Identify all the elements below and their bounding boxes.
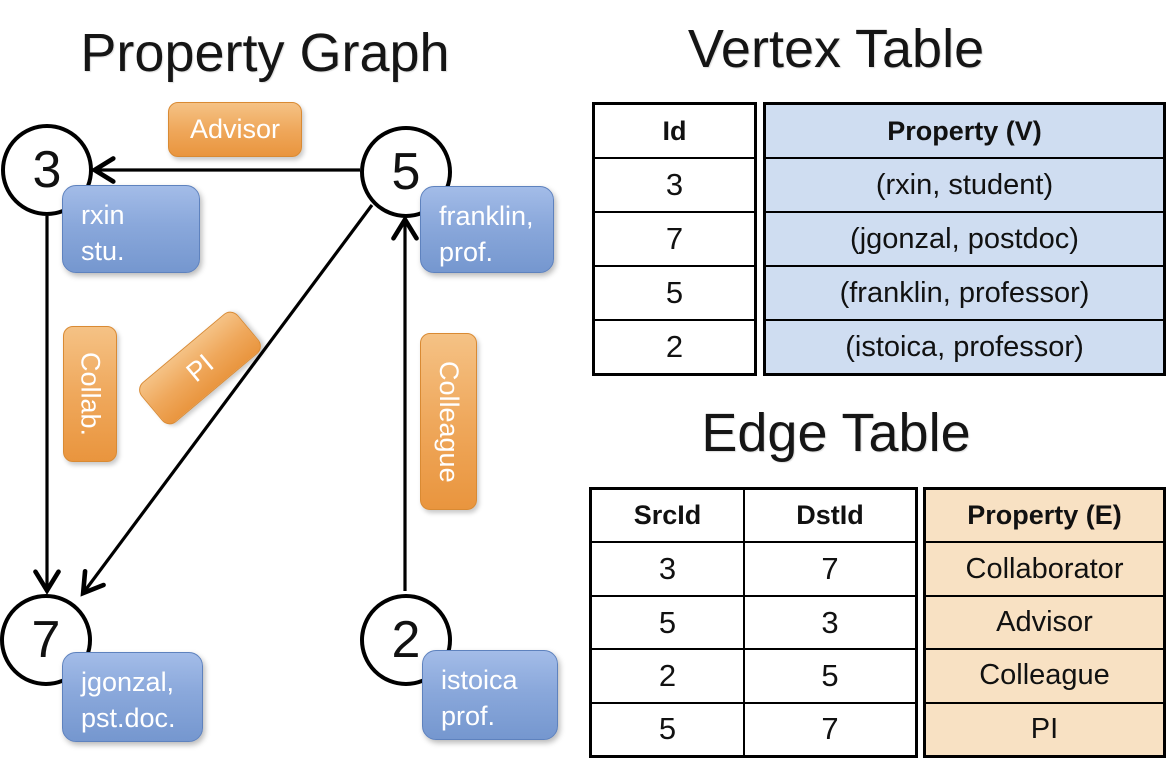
node-id-label: 2: [391, 611, 421, 669]
vertex-property-line: pst.doc.: [81, 702, 176, 733]
edge-label-advisor: Advisor: [168, 102, 302, 157]
table-cell: Advisor: [926, 594, 1163, 648]
table-row: 2 5: [592, 648, 915, 702]
vertex-property-line: istoica: [441, 665, 518, 695]
table-row: 5 7: [592, 701, 915, 756]
vertex-property-line: rxin: [81, 200, 125, 230]
table-cell: 7: [821, 551, 839, 587]
table-cell: 5: [592, 703, 745, 756]
table-cell: 7: [821, 711, 839, 747]
edge-table-src-dst-columns: SrcId DstId 3 7 5 3 2 5 5 7: [589, 487, 918, 758]
table-cell: Colleague: [926, 648, 1163, 701]
edge-table-header-property: Property (E): [967, 500, 1122, 531]
table-cell: 7: [595, 211, 754, 265]
property-graph-title: Property Graph: [80, 23, 450, 83]
vertex-property-line: jgonzal,: [81, 667, 175, 697]
node-id-label: 7: [31, 611, 61, 669]
vertex-property-box-rxin: rxin stu.: [62, 185, 200, 273]
vertex-table-title: Vertex Table: [687, 19, 985, 79]
edge-label-colleague: Colleague: [420, 333, 477, 510]
edge-label-collab: Collab.: [63, 326, 117, 462]
vertex-property-line: stu.: [81, 235, 125, 266]
table-cell: 5: [595, 265, 754, 319]
vertex-table-header-id: Id: [662, 115, 687, 146]
table-cell: Collaborator: [926, 541, 1163, 594]
vertex-table-header-property: Property (V): [887, 115, 1042, 146]
node-id-label: 3: [32, 141, 62, 199]
vertex-property-box-istoica: istoica prof.: [422, 650, 558, 740]
vertex-property-box-jgonzal: jgonzal, pst.doc.: [62, 652, 203, 742]
table-cell: (franklin, professor): [766, 265, 1163, 319]
edge-table-header-dstid: DstId: [796, 500, 864, 531]
table-row: 5 3: [592, 594, 915, 649]
edge-table-title: Edge Table: [701, 403, 971, 463]
table-cell: (istoica, professor): [766, 319, 1163, 373]
table-row: SrcId DstId: [592, 490, 915, 542]
table-cell: 3: [595, 157, 754, 211]
vertex-property-line: prof.: [441, 700, 496, 731]
table-cell: 3: [821, 604, 839, 640]
table-cell: 3: [592, 543, 745, 595]
graph-node-2: 2: [360, 594, 452, 686]
table-cell: 2: [595, 319, 754, 373]
edge-table-property-column: Property (E) Collaborator Advisor Collea…: [923, 487, 1166, 758]
vertex-table-id-column: Id 3 7 5 2: [592, 102, 757, 376]
table-cell: 5: [821, 657, 839, 693]
table-cell: 5: [592, 596, 745, 649]
vertex-property-line: franklin,: [439, 201, 534, 231]
table-cell: (jgonzal, postdoc): [766, 211, 1163, 265]
edge-arrow-5-to-7: [80, 204, 374, 597]
graph-edges: [33, 156, 419, 597]
table-cell: (rxin, student): [766, 157, 1163, 211]
table-cell: 2: [592, 650, 745, 702]
table-cell: PI: [926, 701, 1163, 755]
vertex-property-line: prof.: [439, 236, 494, 267]
table-row: 3 7: [592, 541, 915, 595]
vertex-table-property-column: Property (V) (rxin, student) (jgonzal, p…: [763, 102, 1166, 376]
vertex-property-box-franklin: franklin, prof.: [420, 186, 554, 273]
node-id-label: 5: [391, 143, 421, 201]
edge-table-header-srcid: SrcId: [592, 490, 745, 542]
